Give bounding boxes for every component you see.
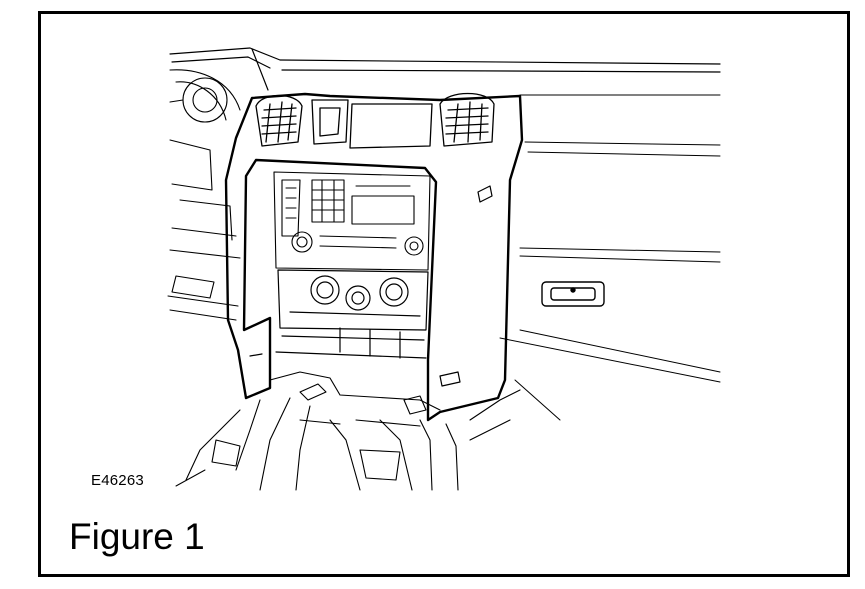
dash-right-contours bbox=[499, 94, 721, 421]
console-bezel bbox=[224, 92, 524, 422]
figure-caption: Figure 1 bbox=[69, 516, 205, 557]
leader-line bbox=[175, 469, 206, 487]
bezel-clips bbox=[249, 185, 493, 387]
audio-unit bbox=[273, 171, 431, 271]
figure-frame bbox=[38, 11, 850, 577]
lower-console bbox=[185, 371, 521, 491]
right-air-vent bbox=[439, 92, 495, 147]
steering-area bbox=[167, 69, 241, 321]
dashboard-top bbox=[169, 47, 721, 91]
left-air-vent bbox=[255, 94, 303, 147]
climate-control bbox=[275, 269, 429, 359]
center-display bbox=[311, 99, 433, 149]
figure-reference-code: E46263 bbox=[91, 472, 144, 489]
glovebox-handle bbox=[541, 281, 605, 307]
